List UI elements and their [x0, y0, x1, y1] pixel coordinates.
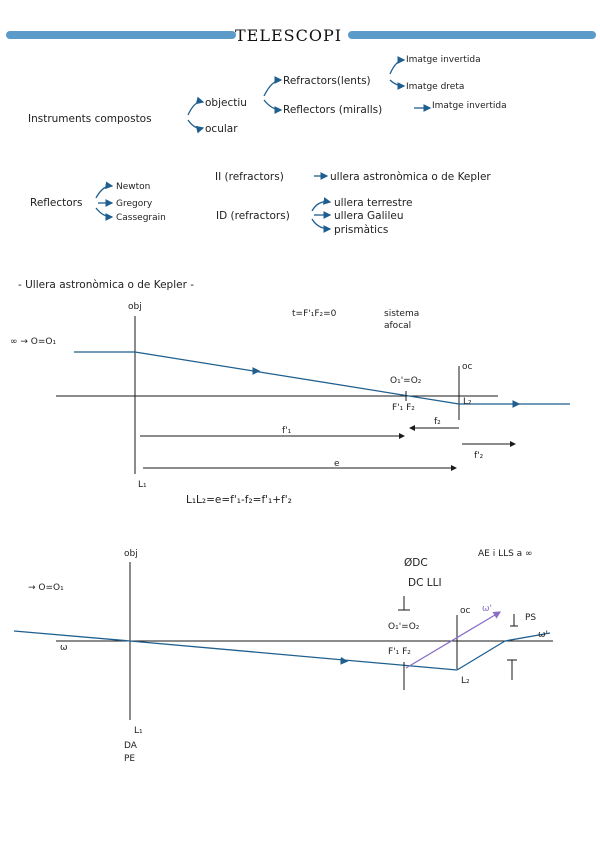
omega-label: ω [60, 643, 68, 653]
gregory-label: Gregory [116, 199, 153, 209]
f-points-1: F'₁ F₂ [392, 403, 415, 413]
kepler-target: ullera astronòmica o de Kepler [330, 171, 491, 183]
afocal-line-1: sistema [384, 309, 419, 319]
ii-label: II (refractors) [215, 171, 284, 183]
o-eq-label-1: O₁'=O₂ [390, 376, 422, 386]
id-label: ID (refractors) [216, 210, 290, 222]
galileu-label: ullera Galileu [334, 210, 403, 222]
f2p-label: f'₂ [474, 451, 484, 461]
arrow-to-refractors [263, 76, 283, 97]
dc-lli-label: DC LLI [408, 577, 442, 589]
f-points-2: F'₁ F₂ [388, 647, 411, 657]
afocal-line-2: afocal [384, 321, 411, 331]
imatge-invertida-1: Imatge invertida [406, 55, 481, 65]
title-banner: TELESCOPI [6, 26, 596, 45]
omega-prime-purple: ω' [482, 604, 492, 614]
f1-label: f'₁ [282, 426, 292, 436]
diagram-kepler-2: obj oc → O=O₁ AE i LLS a ∞ ØDC DC LLI O₁… [13, 549, 553, 764]
ray-exit-2b [504, 632, 551, 642]
l2-label-1: L₂ [463, 397, 472, 407]
arrow-prismatics [311, 218, 332, 233]
ray-exit-2 [456, 640, 506, 671]
section-title: - Ullera astronòmica o de Kepler - [18, 279, 194, 291]
arrow-terrestre [311, 197, 332, 212]
ae-lls-label: AE i LLS a ∞ [478, 549, 533, 559]
instruments-root: Instruments compostos [28, 113, 152, 125]
l2-label-2: L₂ [461, 676, 470, 686]
terrestre-label: ullera terrestre [334, 197, 412, 209]
oc-label-2: oc [460, 606, 471, 616]
o-eq-label-2: O₁'=O₂ [388, 622, 420, 632]
arrow-to-dreta [389, 79, 406, 90]
inf-label-1: ∞ → O=O₁ [10, 337, 56, 347]
e-label: e [334, 459, 340, 469]
omega-prime-label: ω' [538, 630, 548, 640]
oc-label-1: oc [462, 362, 473, 372]
arrow-to-objectiu [187, 96, 205, 116]
page-title: TELESCOPI [235, 26, 342, 45]
f2-label: f₂ [434, 417, 441, 427]
prismatics-label: prismàtics [334, 224, 388, 236]
tree-reflectors: Reflectors Newton Gregory Cassegrain [30, 181, 166, 223]
formula-e: L₁L₂=e=f'₁-f₂=f'₁+f'₂ [186, 494, 292, 506]
arrow-cassegrain [95, 207, 114, 221]
reflectors-root: Reflectors [30, 197, 82, 209]
obj-label-2: obj [124, 549, 138, 559]
ray-mid-2 [129, 640, 458, 671]
arrow-newton [95, 181, 114, 199]
newton-label: Newton [116, 182, 150, 192]
obj-label-1: obj [128, 302, 142, 312]
pe-label: PE [124, 754, 135, 764]
arrow-to-invertida [389, 56, 406, 75]
diagram-kepler: obj oc ∞ → O=O₁ t=F'₁F₂=0 sistema afocal… [10, 302, 570, 506]
ps-label: PS [525, 613, 536, 623]
l1-label-1: L₁ [138, 480, 147, 490]
cassegrain-label: Cassegrain [116, 213, 166, 223]
imatge-invertida-2: Imatge invertida [432, 101, 507, 111]
inf-label-2: → O=O₁ [28, 583, 64, 593]
imatge-dreta: Imatge dreta [406, 82, 464, 92]
ray-in-2 [13, 630, 131, 642]
afocal-eq: t=F'₁F₂=0 [292, 309, 337, 319]
tree-instruments: Instruments compostos objectiu ocular Re… [28, 55, 507, 135]
arrow-to-reflectors [263, 99, 283, 114]
arrow-to-ocular [187, 119, 205, 134]
phi-dc-label: ØDC [404, 557, 428, 569]
refractors-label: Refractors(lents) [283, 75, 371, 87]
reflectors-label: Reflectors (miralls) [283, 104, 382, 116]
objectiu-label: objectiu [205, 97, 247, 109]
ray-chief-purple [405, 611, 502, 669]
ocular-label: ocular [205, 123, 238, 135]
da-label: DA [124, 741, 138, 751]
ray-mid-1 [134, 351, 460, 405]
l1-label-2: L₁ [134, 726, 143, 736]
tree-refractor-types: II (refractors) ullera astronòmica o de … [215, 171, 491, 236]
